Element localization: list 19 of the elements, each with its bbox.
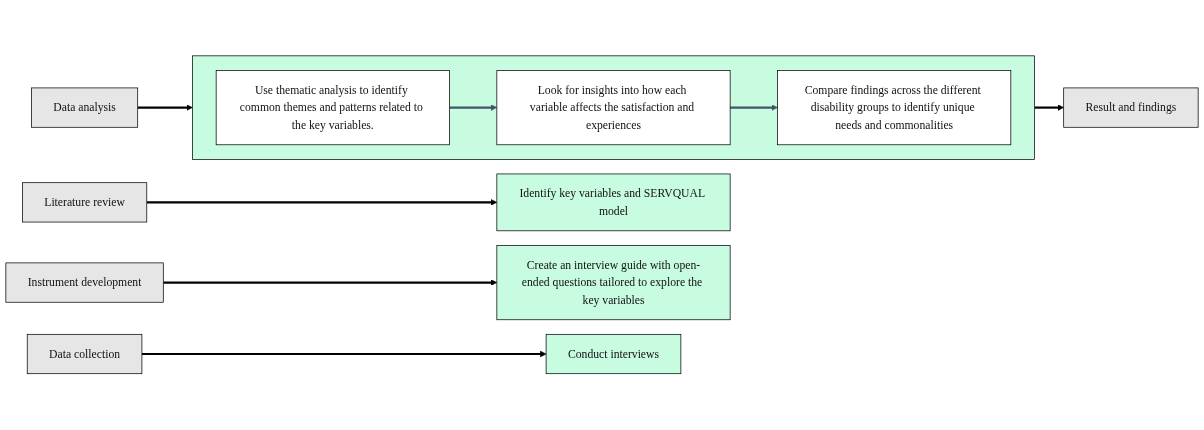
- node-box: Conduct interviews: [545, 334, 682, 375]
- node-box: Data analysis: [31, 87, 139, 128]
- arrow: [141, 351, 547, 358]
- node-box: Result and findings: [1063, 87, 1199, 128]
- node-box: Identify key variables and SERVQUAL model: [496, 173, 731, 232]
- node-box: Use thematic analysis to identify common themes and patterns related to the key variables.: [215, 70, 450, 146]
- node-box: Instrument development: [5, 262, 164, 303]
- node-box: Literature review: [22, 182, 148, 223]
- arrow: [1034, 104, 1064, 112]
- node-box: Look for insights into how each variable affects the satisfaction and experiences: [496, 70, 731, 146]
- arrow: [137, 104, 193, 112]
- arrow: [730, 104, 778, 112]
- arrow: [163, 279, 498, 286]
- node-box: Create an interview guide with open-ended questions tailored to explore the key variables: [496, 245, 731, 321]
- arrow: [449, 104, 498, 112]
- node-box: Data collection: [26, 334, 143, 375]
- cluster: [192, 55, 1035, 160]
- arrow: [146, 199, 498, 206]
- node-box: Compare findings across the different disability groups to identify unique needs and commonalities: [777, 70, 1012, 146]
